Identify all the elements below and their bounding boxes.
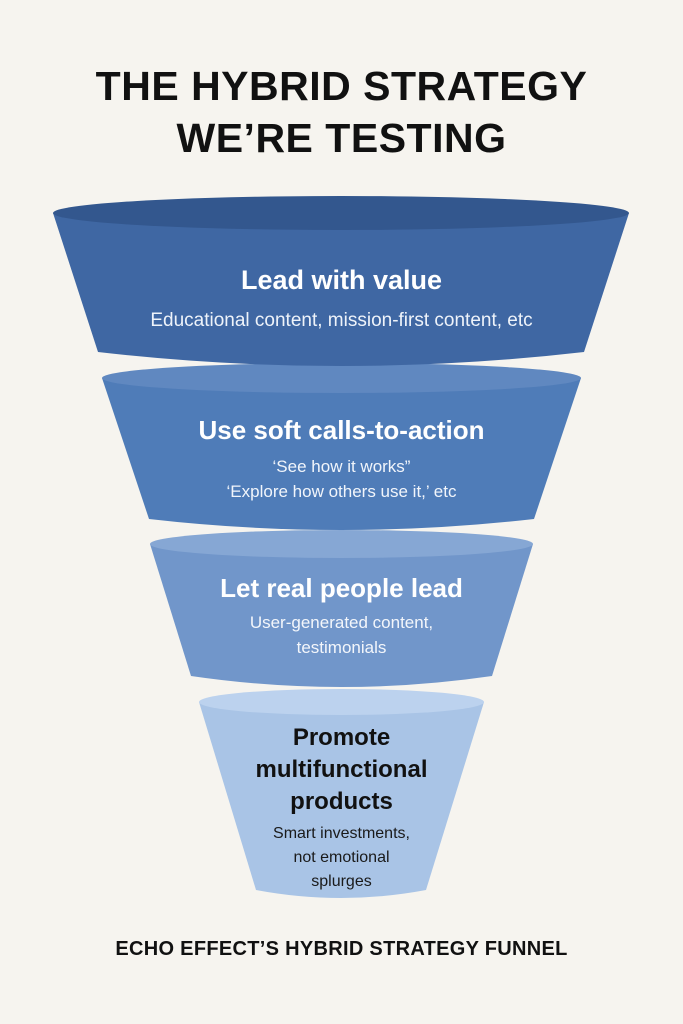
funnel-stage-4-rim: [199, 689, 484, 715]
stage-2-subtext-line-1: ‘See how it works”: [272, 457, 411, 476]
stage-4-subtext: Smart investments, not emotional splurge…: [211, 822, 472, 894]
funnel-stage-1-rim: [53, 196, 629, 230]
funnel-stage-1: [53, 196, 629, 366]
stage-2-text: Use soft calls-to-action ‘See how it wor…: [110, 412, 573, 504]
page-title: THE HYBRID STRATEGY WE’RE TESTING: [0, 60, 683, 164]
stage-3-heading: Let real people lead: [160, 570, 523, 606]
funnel-caption: ECHO EFFECT’S HYBRID STRATEGY FUNNEL: [115, 938, 568, 960]
stage-4-text: Promote multifunctional products Smart i…: [211, 722, 472, 894]
funnel-stage-3-rim: [150, 530, 533, 558]
stage-4-subtext-line-3: splurges: [311, 873, 372, 890]
stage-4-heading-line-3: products: [290, 788, 393, 815]
funnel-stage-3: [150, 530, 533, 687]
stage-3-heading-line: Let real people lead: [220, 573, 463, 603]
funnel-stage-4-body: [199, 702, 484, 898]
funnel-stage-4: [199, 689, 484, 898]
title-line-2: WE’RE TESTING: [176, 115, 507, 161]
funnel-stage-2-body: [102, 378, 581, 530]
stage-3-subtext-line-2: testimonials: [296, 638, 387, 657]
stage-2-heading-line: Use soft calls-to-action: [198, 415, 485, 445]
stage-1-subtext-line: Educational content, mission-first conte…: [150, 310, 533, 331]
title-line-1: THE HYBRID STRATEGY: [95, 63, 588, 109]
stage-2-heading: Use soft calls-to-action: [110, 412, 573, 448]
stage-4-subtext-line-1: Smart investments,: [273, 825, 410, 842]
stage-2-subtext-line-2: ‘Explore how others use it,’ etc: [226, 482, 457, 501]
funnel-stage-2: [102, 363, 581, 530]
stage-4-heading-line-2: multifunctional: [255, 756, 428, 783]
stage-2-subtext: ‘See how it works” ‘Explore how others u…: [110, 454, 573, 504]
stage-3-text: Let real people lead User-generated cont…: [160, 570, 523, 660]
stage-4-heading: Promote multifunctional products: [211, 722, 472, 818]
stage-1-text: Lead with value Educational content, mis…: [60, 262, 623, 334]
stage-4-subtext-line-2: not emotional: [293, 849, 390, 866]
stage-3-subtext-line-1: User-generated content,: [249, 613, 434, 632]
stage-1-subtext: Educational content, mission-first conte…: [60, 308, 623, 334]
stage-3-subtext: User-generated content, testimonials: [160, 610, 523, 660]
stage-4-heading-line-1: Promote: [292, 724, 391, 751]
stage-1-heading: Lead with value: [60, 262, 623, 298]
funnel-stage-1-body: [53, 213, 629, 366]
funnel-stage-3-body: [150, 544, 533, 687]
stage-1-heading-line: Lead with value: [240, 265, 443, 295]
funnel-stage-2-rim: [102, 363, 581, 393]
